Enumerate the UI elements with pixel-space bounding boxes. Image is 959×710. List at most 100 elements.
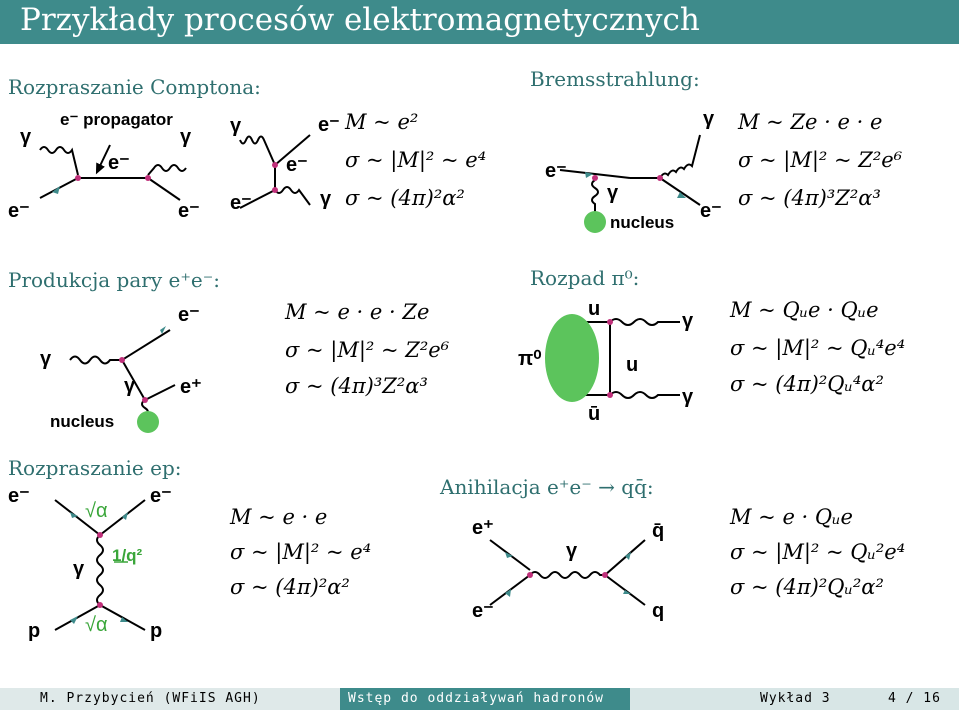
- vertex-dot: [145, 175, 151, 181]
- arrow-icon: [52, 186, 60, 194]
- equation-compton-3: σ ~ (4π)²α²: [345, 186, 465, 210]
- label-gamma: γ: [682, 310, 694, 332]
- pair-internal: [121, 359, 146, 401]
- equation-pi0-3: σ ~ (4π)²Qᵤ⁴α²: [730, 372, 884, 396]
- label-electron: e⁻: [178, 304, 200, 326]
- arrow-icon: [70, 512, 78, 518]
- label-coupling: √α: [85, 614, 108, 636]
- vertex-dot: [592, 175, 598, 181]
- arrow-icon: [625, 552, 631, 560]
- pair-positron-out: [144, 384, 176, 401]
- vertex-dot: [602, 572, 608, 578]
- vertex-dot: [607, 319, 613, 325]
- brems-photon-out: [659, 134, 701, 179]
- arrow-icon: [677, 192, 686, 198]
- arrow-icon: [585, 172, 593, 178]
- label-anti-up-quark: ū: [588, 403, 601, 425]
- label-gamma: γ: [320, 188, 332, 210]
- footer-author: M. Przybycień (WFiIS AGH): [40, 691, 261, 706]
- brems-photon-exchange: [591, 179, 599, 215]
- label-electron: e⁻: [286, 154, 308, 176]
- footer-course-block: Wstęp do oddziaływań hadronów: [340, 688, 630, 710]
- compton-electron-out: [147, 177, 181, 201]
- label-gamma: γ: [230, 115, 242, 137]
- label-electron: e⁻: [318, 114, 340, 136]
- compton2-photon-out: [274, 186, 311, 206]
- pair-electron-out: [121, 329, 171, 361]
- pair-photon-in: [69, 355, 122, 365]
- compton-propagator-pointer: [95, 144, 111, 175]
- vertex-dot: [97, 532, 103, 538]
- label-propagator-factor: 1/q²: [112, 546, 143, 565]
- compton2-photon-in: [239, 135, 276, 166]
- compton2-electron-out: [274, 134, 311, 166]
- label-up-quark: u: [588, 298, 601, 320]
- footer-page-number: 4 / 16: [888, 691, 941, 706]
- label-electron: e⁻: [230, 192, 252, 214]
- annih-photon: [529, 571, 605, 579]
- pi0-photon-bottom: [609, 391, 680, 399]
- equation-pi0-1: M ~ Qᵤe · Qᵤe: [730, 298, 879, 322]
- ep-electron-in: [54, 499, 101, 536]
- label-gamma: γ: [566, 540, 578, 562]
- label-up-quark: u: [626, 354, 639, 376]
- annih-antiquark: [604, 539, 646, 576]
- ep-proton-in: [54, 604, 101, 631]
- label-electron: e⁻: [8, 200, 30, 222]
- arrow-icon: [623, 590, 631, 594]
- footer: M. Przybycień (WFiIS AGH) Wstęp do oddzi…: [0, 688, 959, 710]
- vertex-dot: [527, 572, 533, 578]
- label-gamma: γ: [607, 182, 619, 204]
- brems-electron-out: [659, 177, 701, 206]
- label-electron: e⁻: [700, 200, 722, 222]
- nucleus-dot: [584, 211, 606, 233]
- label-gamma: γ: [124, 375, 136, 397]
- label-electron: e⁻: [8, 485, 30, 507]
- label-electron: e⁻: [108, 152, 130, 174]
- equation-pair-2: σ ~ |M|² ~ Z²e⁶: [285, 338, 450, 362]
- compton-photon-out: [147, 164, 187, 176]
- label-gamma: γ: [73, 558, 85, 580]
- equation-ep-2: σ ~ |M|² ~ e⁴: [230, 540, 372, 564]
- arrow-icon: [70, 616, 78, 624]
- section-ep-scattering: Rozpraszanie ep:: [8, 456, 182, 480]
- vertex-dot: [97, 602, 103, 608]
- equation-annih-2: σ ~ |M|² ~ Qᵤ²e⁴: [730, 540, 906, 564]
- vertex-dot: [657, 175, 663, 181]
- equation-pi0-2: σ ~ |M|² ~ Qᵤ⁴e⁴: [730, 336, 906, 360]
- title-bar: Przykłady procesów elektromagnetycznych: [0, 0, 959, 44]
- slide-title: Przykłady procesów elektromagnetycznych: [20, 2, 700, 38]
- ep-electron-out: [99, 499, 146, 536]
- label-gamma: γ: [40, 348, 52, 370]
- label-electron: e⁻: [472, 600, 494, 622]
- vertex-dot: [119, 357, 125, 363]
- section-bremsstrahlung: Bremsstrahlung:: [530, 67, 700, 91]
- section-pi0-decay: Rozpad π⁰:: [530, 266, 640, 290]
- arrow-icon: [122, 512, 128, 520]
- ep-photon: [96, 534, 104, 606]
- label-gamma: γ: [703, 108, 715, 130]
- equation-brems-2: σ ~ |M|² ~ Z²e⁶: [738, 148, 903, 172]
- footer-course: Wstęp do oddziaływań hadronów: [348, 691, 604, 706]
- vertex-dot: [272, 162, 278, 168]
- pi0-blob: [545, 314, 599, 402]
- equation-ep-1: M ~ e · e: [230, 505, 328, 529]
- arrow-icon: [120, 617, 128, 622]
- section-pair-production: Produkcja pary e⁺e⁻:: [8, 268, 221, 292]
- footer-lecture: Wykład 3: [760, 691, 831, 706]
- arrow-icon: [505, 589, 511, 597]
- section-annihilation: Anihilacja e⁺e⁻ → qq̄:: [440, 475, 654, 499]
- section-compton: Rozpraszanie Comptona:: [8, 75, 261, 99]
- equation-brems-1: M ~ Ze · e · e: [738, 110, 883, 134]
- compton-photon-in: [39, 146, 79, 176]
- footer-author-block: M. Przybycień (WFiIS AGH): [0, 688, 340, 710]
- equation-compton-1: M ~ e²: [345, 110, 419, 134]
- vertex-dot: [272, 187, 278, 193]
- equation-compton-2: σ ~ |M|² ~ e⁴: [345, 148, 487, 172]
- arrow-icon: [160, 326, 166, 334]
- label-proton: p: [150, 620, 163, 642]
- equation-ep-3: σ ~ (4π)²α²: [230, 575, 350, 599]
- arrow-icon: [505, 552, 513, 558]
- pi0-photon-top: [609, 318, 680, 326]
- equation-annih-1: M ~ e · Qᵤe: [730, 505, 853, 529]
